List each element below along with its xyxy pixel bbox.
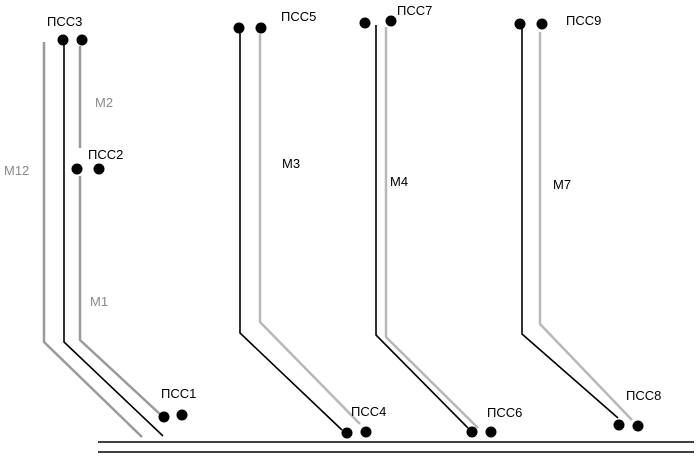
node-pss7 (359, 15, 397, 29)
label-pss5: ПСС5 (281, 9, 316, 24)
node-pss4 (341, 426, 372, 439)
label-pss6: ПСС6 (487, 405, 522, 420)
line-m3-light (258, 34, 361, 425)
label-pss9: ПСС9 (566, 13, 601, 28)
line-m7-black (521, 28, 619, 419)
node-pss3 (57, 34, 88, 46)
line-m4-black (375, 25, 469, 429)
node-pss1 (158, 409, 188, 423)
line-m12 (42, 42, 143, 438)
label-m12: М12 (4, 163, 29, 178)
label-m3: М3 (282, 156, 300, 171)
label-m4: М4 (390, 174, 408, 189)
node-pss2 (71, 163, 105, 175)
label-m1: М1 (90, 294, 108, 309)
label-m7: М7 (553, 177, 571, 192)
label-pss4: ПСС4 (351, 404, 386, 419)
label-pss7: ПСС7 (397, 3, 432, 18)
label-pss8: ПСС8 (626, 388, 661, 403)
label-m2: М2 (95, 95, 113, 110)
label-pss2: ПСС2 (88, 147, 123, 162)
node-pss6 (466, 426, 497, 438)
line-m4-light (384, 27, 479, 429)
node-pss5 (233, 22, 267, 34)
label-pss3: ПСС3 (47, 14, 82, 29)
line-m7-light (538, 32, 633, 421)
line-m1 (78, 176, 163, 417)
line-m3-black (239, 30, 343, 431)
label-pss1: ПСС1 (161, 386, 196, 401)
node-pss9 (514, 18, 548, 30)
node-pss8 (613, 419, 644, 432)
line-pss3-black (63, 42, 164, 437)
